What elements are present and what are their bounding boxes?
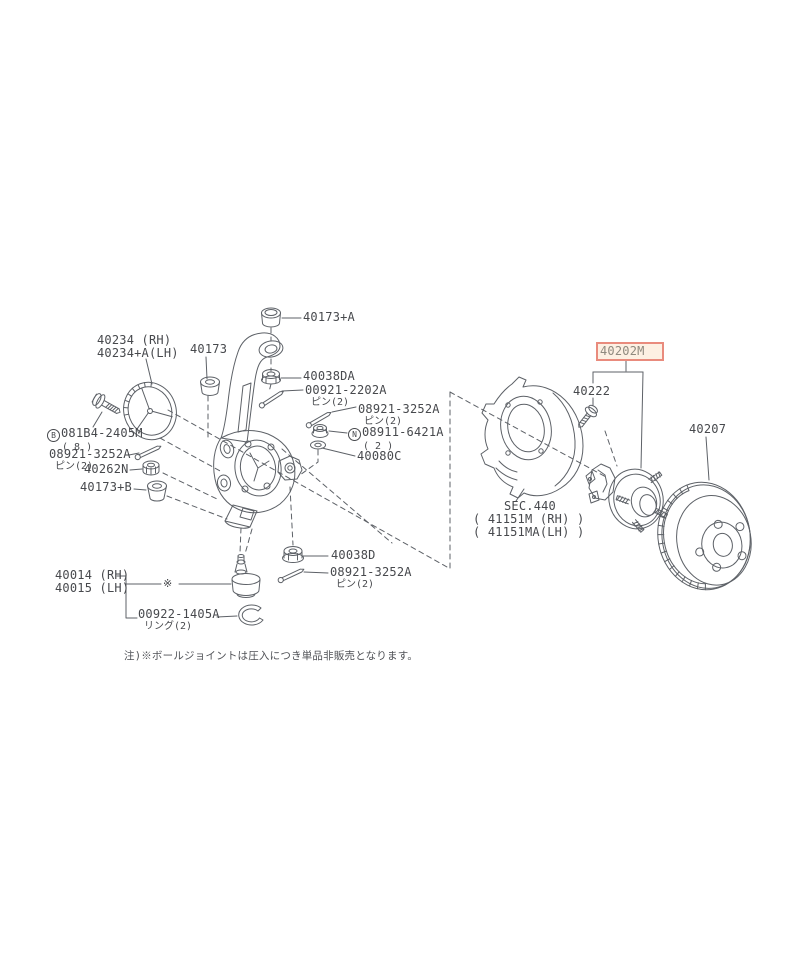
nut-40038d-drawing <box>282 546 304 563</box>
qty-pin-3252-right: ピン(2) <box>364 416 403 427</box>
cap-40173a-drawing <box>261 307 281 328</box>
qty-bolt-2405: ( 8 ) <box>62 442 93 453</box>
part-label-40173b[interactable]: 40173+B <box>80 480 132 494</box>
nut-40038da-drawing <box>261 369 281 385</box>
leader-lines <box>92 317 710 619</box>
washer-40080c-drawing <box>310 440 326 450</box>
bolt-40222-drawing <box>578 404 598 428</box>
highlighted-part-label-40202m[interactable]: 40202M <box>596 342 664 361</box>
circled-n-prefix: N <box>348 428 361 441</box>
cotter-pin-08921-bottom-drawing <box>277 568 305 584</box>
part-label-40222[interactable]: 40222 <box>573 384 611 398</box>
ball-joint-drawing <box>231 554 261 598</box>
circled-b-prefix: B <box>47 429 60 442</box>
bushing-40262n-drawing <box>142 460 160 476</box>
qty-ring: リング(2) <box>144 621 193 632</box>
part-label-40173a[interactable]: 40173+A <box>303 310 355 324</box>
part-label-40080c[interactable]: 40080C <box>357 449 402 463</box>
knuckle-drawing <box>213 332 303 529</box>
brake-rotor-drawing <box>657 481 752 591</box>
part-label-40038d[interactable]: 40038D <box>331 548 376 562</box>
qty-nut-6421: ( 2 ) <box>363 441 394 452</box>
part-label-40262n[interactable]: 40262N <box>84 462 129 476</box>
cotter-pin-08921-right-drawing <box>305 412 332 429</box>
qty-pin-3252-bottom: ピン(2) <box>336 579 375 590</box>
part-label-40173[interactable]: 40173 <box>190 342 228 356</box>
hub-bearing-drawing <box>585 463 668 533</box>
qty-pin-3252-left: ピン(2) <box>55 461 94 472</box>
reference-mark: ※ <box>163 577 173 590</box>
qty-pin-2202: ピン(2) <box>311 397 350 408</box>
part-label-40014-40015[interactable]: 40014 (RH)40015 (LH) <box>55 568 130 595</box>
seal-40234-drawing <box>123 381 177 441</box>
cotter-pin-08921-left-drawing <box>134 445 162 461</box>
cotter-pin-00921-drawing <box>258 390 284 409</box>
sec-440-reference[interactable]: SEC.440 <box>504 499 556 513</box>
bushing-40173-drawing <box>200 376 220 396</box>
sec-440-part-numbers: ( 41151M (RH) )( 41151MA(LH) ) <box>473 512 585 539</box>
cap-40173b-drawing <box>147 480 167 502</box>
part-label-40038da[interactable]: 40038DA <box>303 369 355 383</box>
part-label-40207[interactable]: 40207 <box>689 422 727 436</box>
snap-ring-drawing <box>238 604 264 626</box>
part-label-40234[interactable]: 40234 (RH)40234+A(LH) <box>97 333 179 360</box>
bolt-081b4-drawing <box>91 393 121 414</box>
splash-shield-drawing <box>480 376 584 499</box>
nut-08911-drawing <box>311 424 329 438</box>
assembly-axis-lines <box>159 327 618 572</box>
footnote-text: 注)※ボールジョイントは圧入につき単品非販売となります。 <box>124 650 419 662</box>
